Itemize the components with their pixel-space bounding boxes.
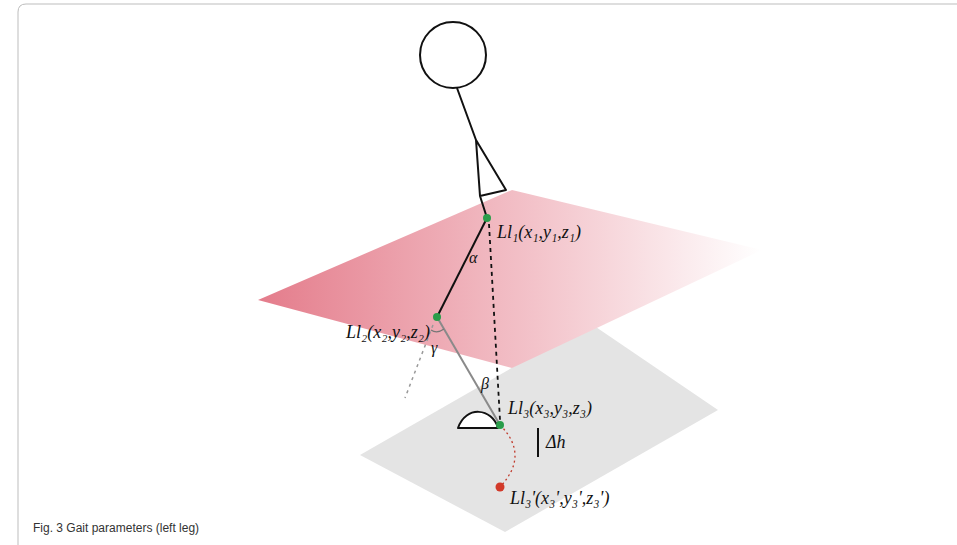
point-label: Ll₃'(x₃',y₃',z₃') bbox=[510, 488, 609, 508]
angle-label: α bbox=[469, 248, 477, 268]
thigh bbox=[437, 218, 487, 317]
joint-point bbox=[496, 421, 504, 429]
hip-plane bbox=[258, 190, 762, 368]
height-bar bbox=[537, 428, 539, 457]
point-label: Ll₁(x₁,y₁,z₁) bbox=[497, 222, 581, 242]
point-label: Ll₂(x₂,y₂,z₂) bbox=[346, 322, 430, 342]
joint-point bbox=[483, 214, 491, 222]
point-label: Ll₃(x₃,y₃,z₃) bbox=[508, 398, 592, 418]
height-label: Δh bbox=[546, 432, 566, 452]
joint-point bbox=[433, 313, 441, 321]
angle-label: γ bbox=[431, 338, 437, 358]
vertical-reference bbox=[489, 224, 500, 420]
head bbox=[420, 22, 486, 88]
foot-lift-path bbox=[500, 425, 515, 487]
lifted-point bbox=[496, 483, 505, 492]
shank bbox=[437, 317, 500, 425]
torso-arm bbox=[457, 88, 506, 218]
angle-label: β bbox=[481, 374, 489, 394]
figure-caption: Fig. 3 Gait parameters (left leg) bbox=[33, 521, 199, 535]
foot bbox=[458, 412, 498, 428]
angle-arc bbox=[431, 329, 444, 332]
figure-frame bbox=[18, 4, 957, 545]
